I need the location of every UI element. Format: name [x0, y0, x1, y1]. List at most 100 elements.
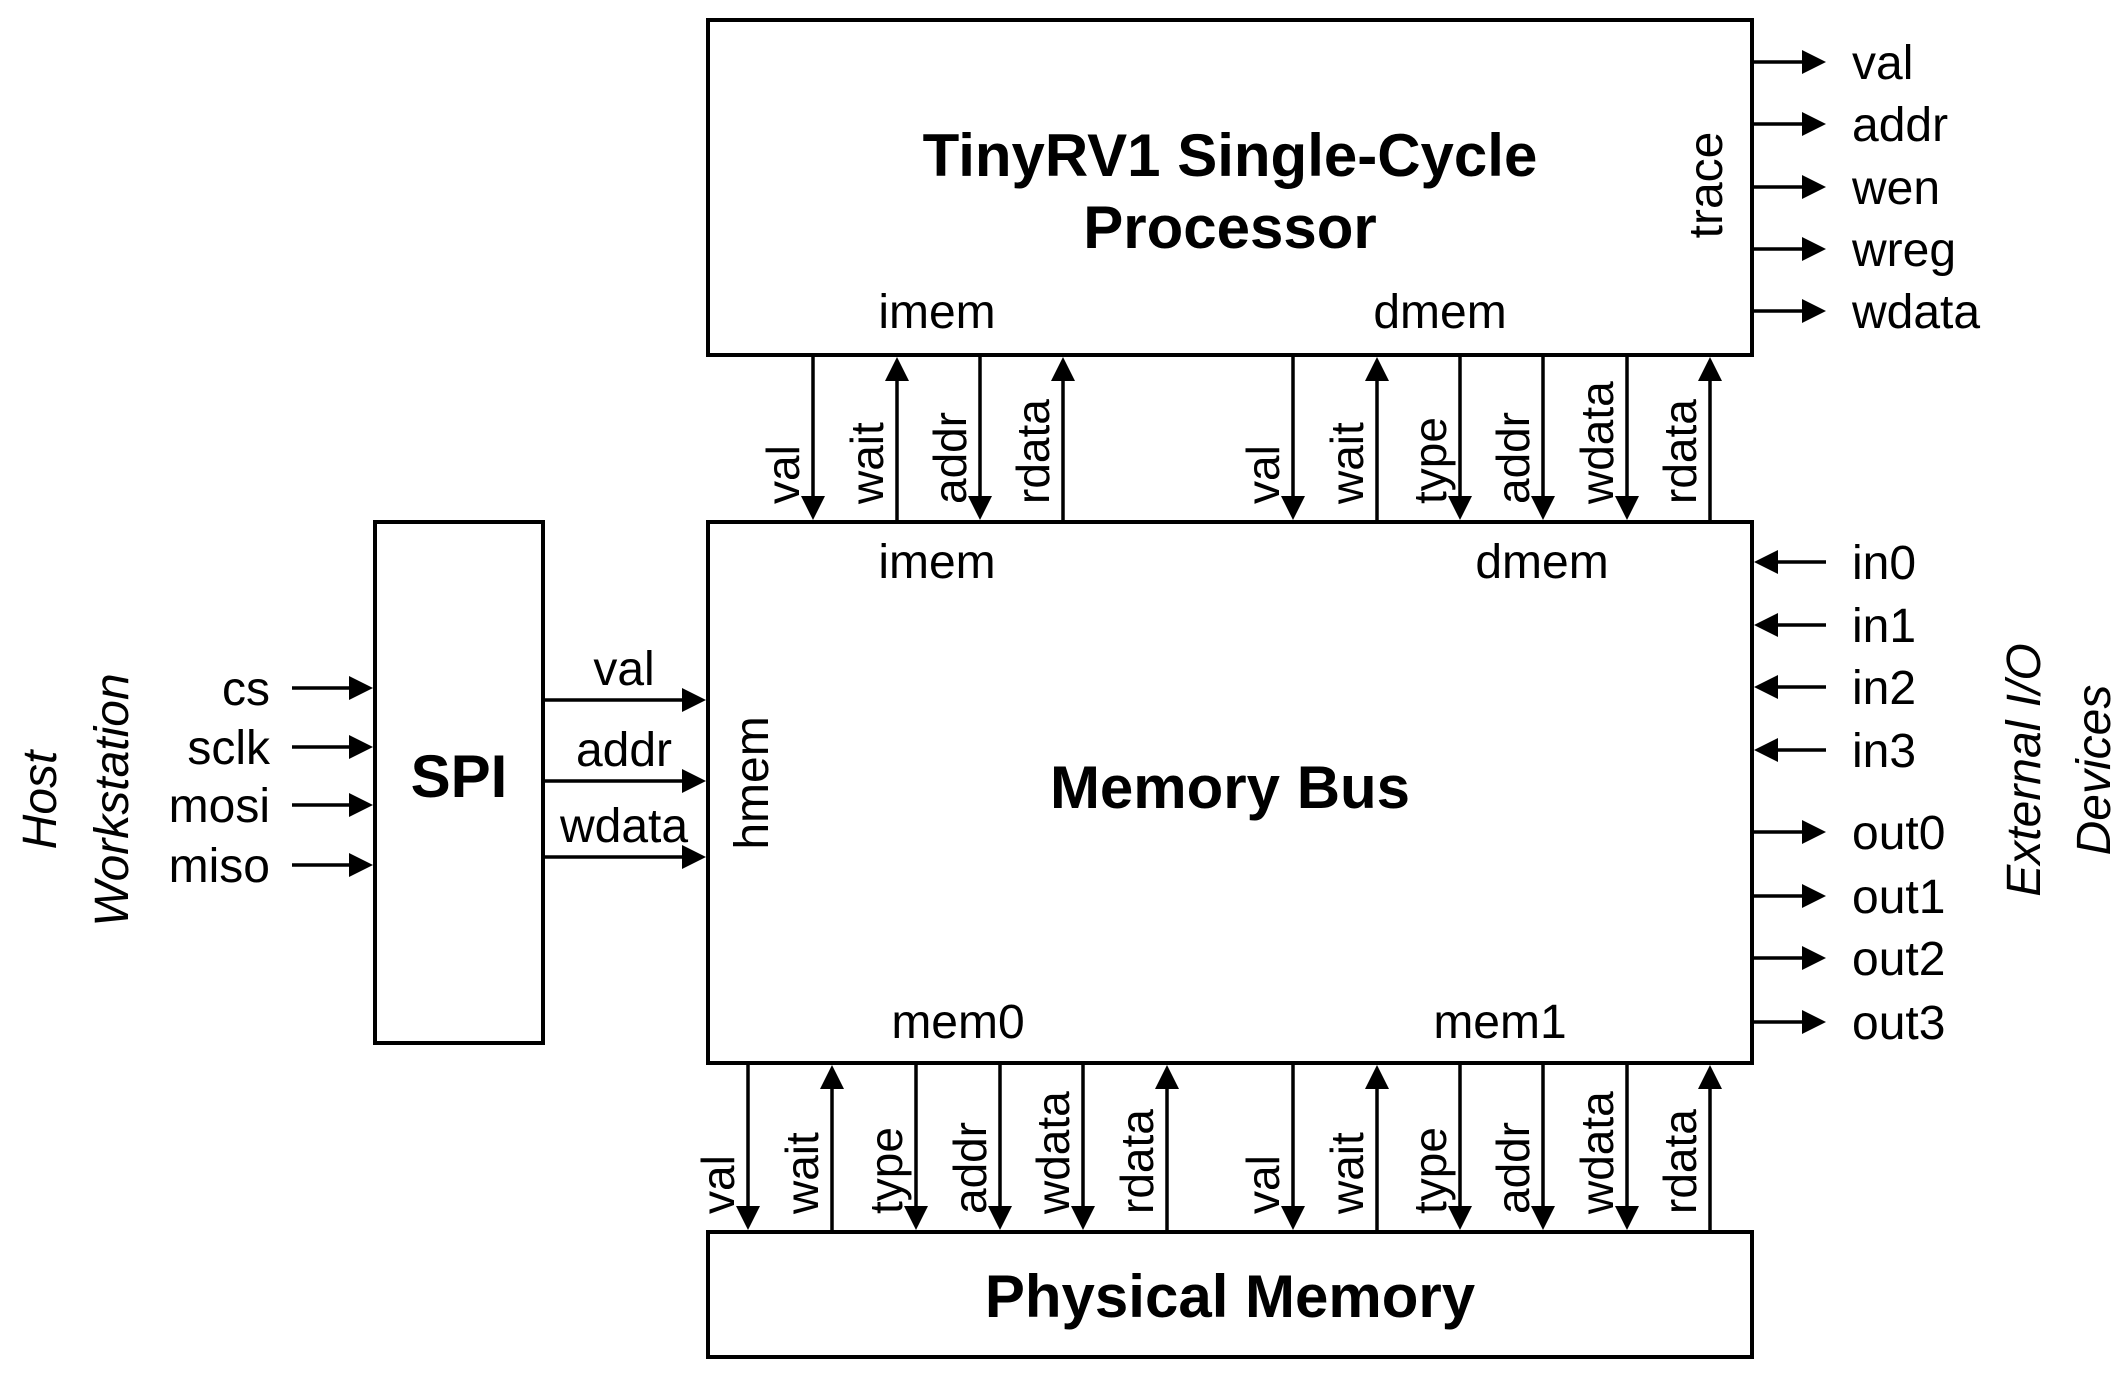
out2-output: out2 [1754, 933, 1945, 986]
mem0-rdata-signal: rdata [1111, 1065, 1179, 1230]
mem0-wdata-label: wdata [1027, 1091, 1079, 1215]
in0-label: in0 [1852, 537, 1916, 590]
imem-val-label: val [757, 445, 809, 504]
hmem-addr-arrowhead [682, 769, 706, 793]
mem1-rdata-signal: rdata [1654, 1065, 1722, 1230]
mem0-addr-arrowhead [988, 1206, 1012, 1230]
hmem-val-arrowhead [682, 688, 706, 712]
imem-wait-label: wait [841, 422, 893, 505]
imem-wait-arrowhead [885, 357, 909, 381]
bus-mem1-port-label: mem1 [1433, 996, 1566, 1049]
out1-label: out1 [1852, 871, 1945, 924]
dmem-addr-signal: addr [1487, 357, 1555, 520]
trace-addr-output: addr [1754, 99, 1948, 152]
mem1-val-arrowhead [1281, 1206, 1305, 1230]
dmem-wait-arrowhead [1365, 357, 1389, 381]
mem1-val-label: val [1237, 1155, 1289, 1214]
external-label-line2: Devices [2068, 685, 2121, 856]
host-label-line2: Workstation [86, 673, 139, 926]
dmem-rdata-arrowhead [1698, 357, 1722, 381]
imem-rdata-arrowhead [1051, 357, 1075, 381]
mem1-wait-arrowhead [1365, 1065, 1389, 1089]
bus-dmem-port-label: dmem [1475, 536, 1608, 589]
in0-arrowhead [1754, 550, 1778, 574]
trace-wdata-output: wdata [1754, 286, 1980, 339]
imem-addr-signal: addr [924, 357, 992, 520]
trace-wdata-arrowhead [1802, 299, 1826, 323]
spi-miso-input: miso [169, 840, 373, 893]
mem1-addr-arrowhead [1531, 1206, 1555, 1230]
mem0-wait-arrowhead [820, 1065, 844, 1089]
mem1-wait-label: wait [1321, 1132, 1373, 1215]
trace-wreg-output: wreg [1754, 224, 1956, 277]
dmem-val-label: val [1237, 445, 1289, 504]
mem0-wdata-signal: wdata [1027, 1065, 1095, 1230]
mem0-type-signal: type [860, 1065, 928, 1230]
dmem-val-arrowhead [1281, 496, 1305, 520]
out3-output: out3 [1754, 997, 1945, 1050]
imem-val-arrowhead [801, 496, 825, 520]
memory-bus-title: Memory Bus [1050, 754, 1410, 821]
in3-label: in3 [1852, 725, 1916, 778]
processor-title-line2: Processor [1083, 194, 1377, 261]
bus-mem0-port-label: mem0 [891, 996, 1024, 1049]
in3-arrowhead [1754, 738, 1778, 762]
spi-box [373, 520, 545, 1045]
mem0-wdata-arrowhead [1071, 1206, 1095, 1230]
in0-input: in0 [1754, 537, 1916, 590]
dmem-addr-arrowhead [1531, 496, 1555, 520]
mem0-val-arrowhead [736, 1206, 760, 1230]
spi-miso-label: miso [169, 840, 270, 893]
spi-mosi-input: mosi [169, 780, 373, 833]
external-label-line1: External I/O [1998, 643, 2051, 896]
trace-wen-arrowhead [1802, 175, 1826, 199]
imem-wait-signal: wait [841, 357, 909, 520]
out3-label: out3 [1852, 997, 1945, 1050]
dmem-rdata-signal: rdata [1654, 357, 1722, 520]
spi-cs-label: cs [222, 663, 270, 716]
mem1-type-signal: type [1404, 1065, 1472, 1230]
external-inputs: in0 in1 in2 in3 [1754, 537, 1916, 778]
spi-block: SPI [373, 520, 545, 1045]
mem0-rdata-label: rdata [1111, 1109, 1163, 1214]
in2-input: in2 [1754, 662, 1916, 715]
dmem-val-signal: val [1237, 357, 1305, 520]
dmem-rdata-label: rdata [1654, 399, 1706, 504]
mem0-type-arrowhead [904, 1206, 928, 1230]
spi-sclk-input: sclk [187, 722, 373, 775]
hmem-wdata-signal: wdata [545, 800, 706, 869]
mem1-rdata-arrowhead [1698, 1065, 1722, 1089]
dmem-wdata-label: wdata [1571, 381, 1623, 505]
hmem-val-label: val [593, 643, 654, 696]
out0-label: out0 [1852, 807, 1945, 860]
in1-label: in1 [1852, 600, 1916, 653]
hmem-val-signal: val [545, 643, 706, 712]
processor-trace-port-label: trace [1680, 132, 1733, 239]
out3-arrowhead [1802, 1010, 1826, 1034]
spi-sclk-arrowhead [349, 735, 373, 759]
mem1-val-signal: val [1237, 1065, 1305, 1230]
mem0-wait-signal: wait [776, 1065, 844, 1230]
spi-cs-arrowhead [349, 676, 373, 700]
memory-bus-block: Memory Bus imem dmem hmem mem0 mem1 [706, 520, 1754, 1065]
spi-cs-input: cs [222, 663, 373, 716]
mem1-type-arrowhead [1448, 1206, 1472, 1230]
mem1-addr-label: addr [1487, 1122, 1539, 1214]
mem0-rdata-arrowhead [1155, 1065, 1179, 1089]
dmem-wait-label: wait [1321, 422, 1373, 505]
mem1-type-label: type [1404, 1127, 1456, 1214]
imem-addr-label: addr [924, 412, 976, 504]
external-io-label: External I/O Devices [1998, 643, 2121, 896]
dmem-addr-label: addr [1487, 412, 1539, 504]
mem1-wait-signal: wait [1321, 1065, 1389, 1230]
physical-memory-box [706, 1230, 1754, 1359]
bus-hmem-port-label: hmem [726, 716, 779, 849]
physical-memory-block: Physical Memory [706, 1230, 1754, 1359]
trace-wen-label: wen [1851, 162, 1940, 215]
in1-arrowhead [1754, 613, 1778, 637]
in2-arrowhead [1754, 675, 1778, 699]
